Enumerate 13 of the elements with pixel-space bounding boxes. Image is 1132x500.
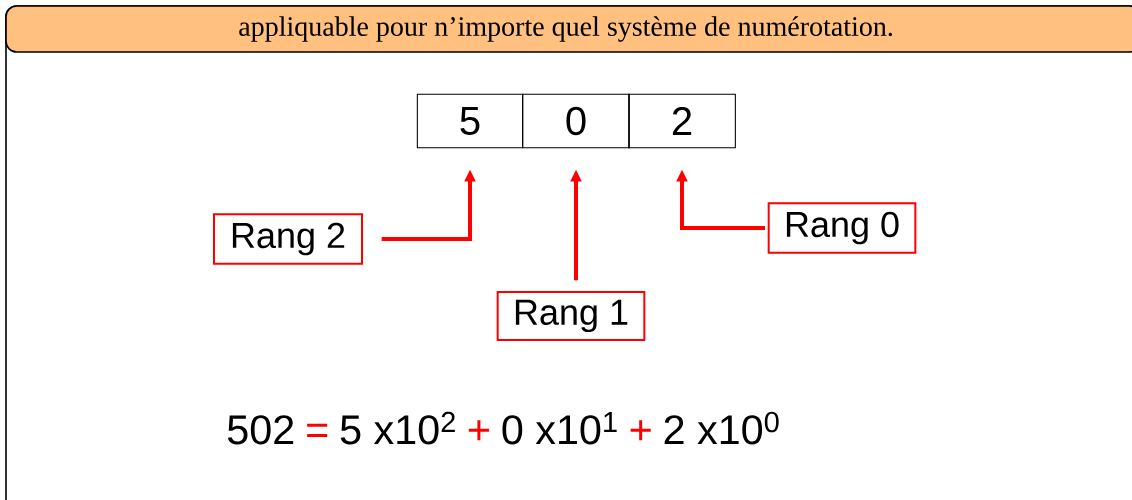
operator-sign: = — [307, 423, 328, 438]
operator-sign: + — [630, 420, 651, 441]
rank-label-box: Rang 0 — [767, 202, 917, 254]
digit-cell: 5 — [416, 93, 524, 149]
digit-cell: 0 — [522, 93, 630, 149]
operator-sign: + — [468, 420, 489, 441]
formula-term: 0 x10$^{1}$ — [502, 412, 617, 445]
formula-part: 502 — [227, 415, 294, 445]
formula-term: 5 x10$^{2}$ — [340, 411, 455, 445]
rank-label-box: Rang 1 — [496, 291, 646, 341]
rank-label-box: Rang 2 — [213, 213, 363, 265]
digit-cell: 2 — [628, 93, 736, 149]
formula-term: 2 x10$^{0}$ — [664, 411, 779, 445]
